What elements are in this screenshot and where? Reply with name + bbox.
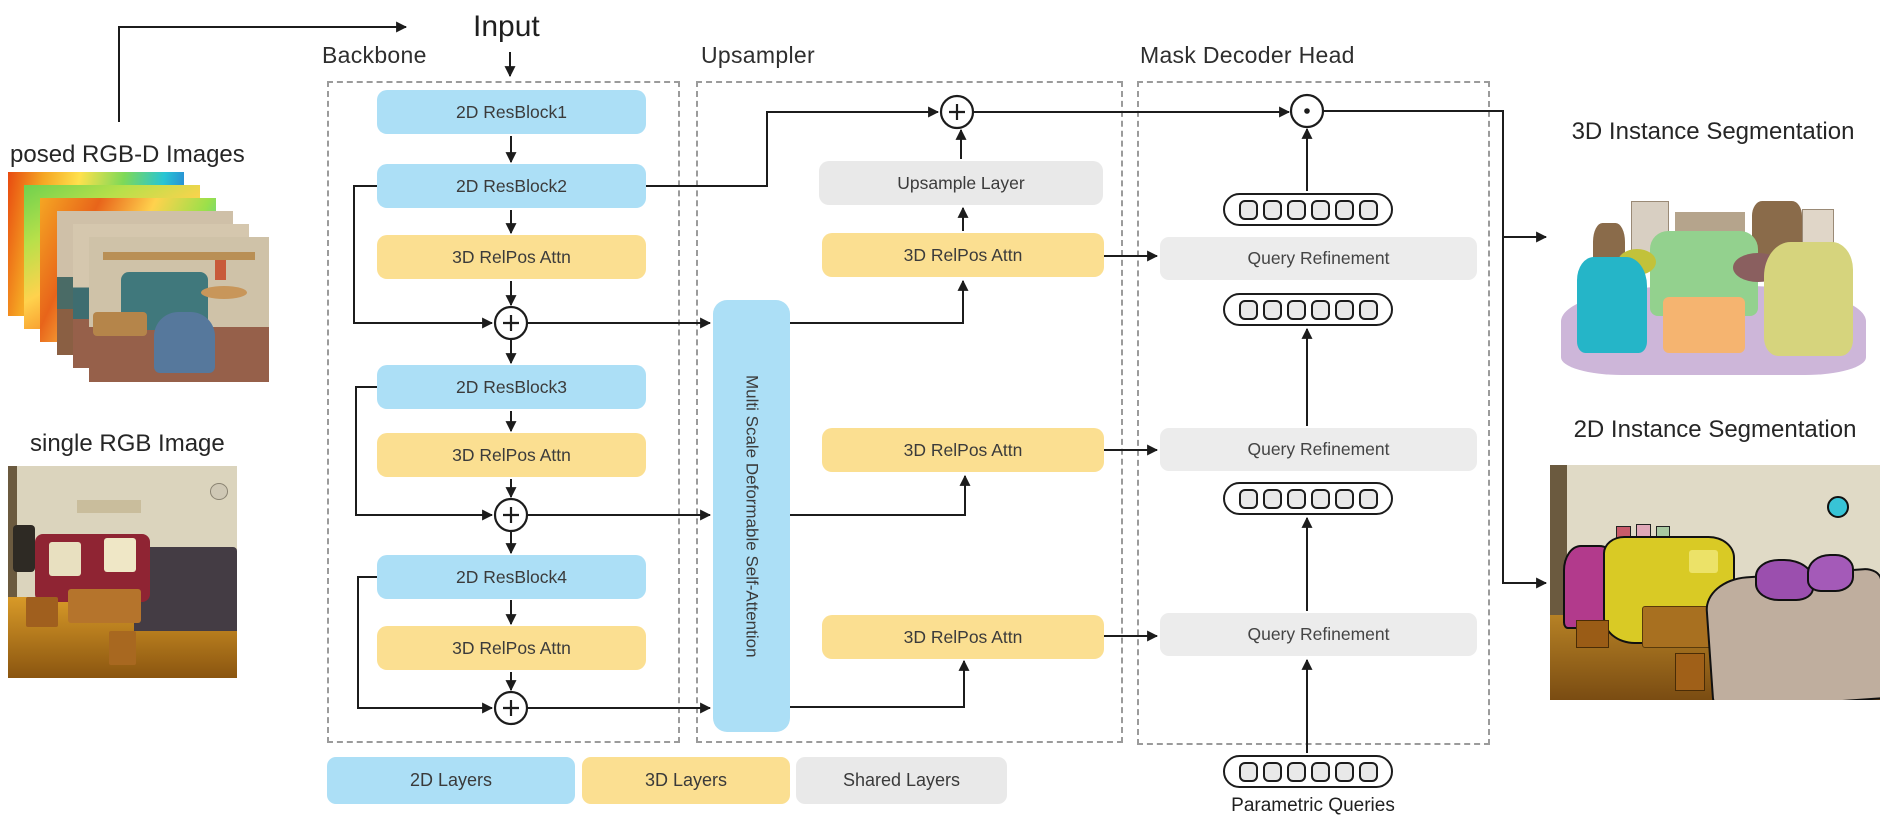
query-tokens-3 (1223, 482, 1393, 515)
upsampler-title: Upsampler (701, 42, 815, 68)
block-2d-resblock4: 2D ResBlock4 (377, 555, 646, 599)
block-3d-relpos-attn-3: 3D RelPos Attn (377, 626, 646, 670)
block-2d-resblock1: 2D ResBlock1 (377, 90, 646, 134)
input-title: Input (473, 10, 540, 43)
upsampler-box (696, 81, 1123, 743)
block-up-3d-relpos-3: 3D RelPos Attn (822, 615, 1104, 659)
single-rgb-image (8, 466, 237, 678)
seg3d-image (1555, 190, 1872, 375)
single-rgb-label: single RGB Image (30, 430, 225, 457)
seg2d-label: 2D Instance Segmentation (1573, 416, 1857, 443)
query-refinement-2: Query Refinement (1160, 428, 1477, 471)
parametric-queries-label: Parametric Queries (1231, 795, 1395, 816)
block-upsample-layer: Upsample Layer (819, 161, 1103, 205)
backbone-title: Backbone (322, 42, 427, 68)
seg2d-image (1550, 465, 1880, 700)
seg3d-label: 3D Instance Segmentation (1571, 118, 1855, 145)
block-3d-relpos-attn-1: 3D RelPos Attn (377, 235, 646, 279)
block-2d-resblock3: 2D ResBlock3 (377, 365, 646, 409)
block-3d-relpos-attn-2: 3D RelPos Attn (377, 433, 646, 477)
rgb-image-front (89, 237, 269, 382)
legend-2d-layers: 2D Layers (327, 757, 575, 804)
legend-3d-layers: 3D Layers (582, 757, 790, 804)
query-tokens-1 (1223, 193, 1393, 226)
block-2d-resblock2: 2D ResBlock2 (377, 164, 646, 208)
block-up-3d-relpos-2: 3D RelPos Attn (822, 428, 1104, 472)
block-multiscale-deformable-attn: Multi Scale Deformable Self-Attention (713, 300, 790, 732)
mask-decoder-title: Mask Decoder Head (1140, 42, 1355, 68)
backbone-box (327, 81, 680, 743)
legend-shared-layers: Shared Layers (796, 757, 1007, 804)
posed-rgbd-label: posed RGB-D Images (10, 141, 245, 168)
parametric-query-tokens (1223, 755, 1393, 788)
query-tokens-2 (1223, 293, 1393, 326)
query-refinement-3: Query Refinement (1160, 613, 1477, 656)
block-up-3d-relpos-1: 3D RelPos Attn (822, 233, 1104, 277)
query-refinement-1: Query Refinement (1160, 237, 1477, 280)
